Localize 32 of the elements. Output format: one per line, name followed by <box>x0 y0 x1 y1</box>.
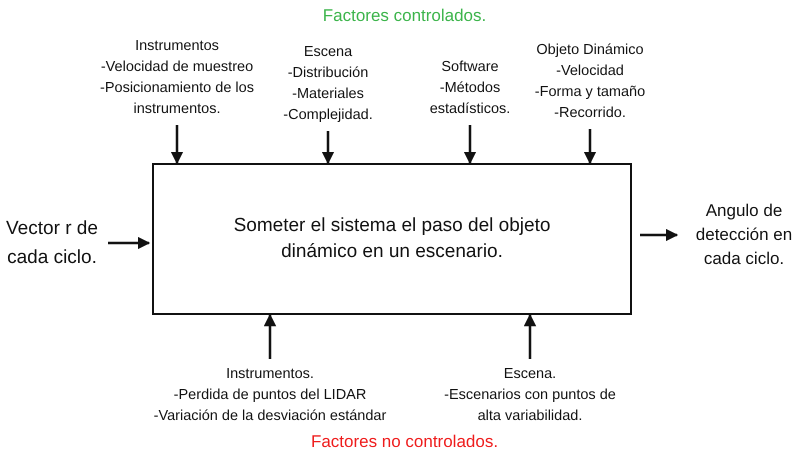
arrow <box>108 236 150 250</box>
text-line: -Posicionamiento de los instrumentos. <box>99 79 255 119</box>
text-line: -Velocidad de muestreo <box>100 58 254 77</box>
text-line: Escena <box>304 43 352 62</box>
text-line: -Variación de la desviación estándar <box>154 407 386 426</box>
text-line: Instrumentos. <box>226 365 314 384</box>
text-line: -Velocidad <box>556 62 624 81</box>
arrow <box>464 125 476 164</box>
process-box <box>152 163 632 315</box>
text-line: Instrumentos <box>135 37 219 56</box>
arrow <box>584 129 596 164</box>
arrow <box>524 314 536 359</box>
text-line: -Materiales <box>292 85 364 104</box>
text-line: -Perdida de puntos del LIDAR <box>174 386 366 405</box>
text-line: -Complejidad. <box>283 106 373 125</box>
arrow <box>264 314 276 359</box>
arrow <box>170 125 184 164</box>
arrow <box>640 228 678 242</box>
text-line: -Forma y tamaño <box>534 83 646 102</box>
text-line: Vector r de cada ciclo. <box>5 217 99 270</box>
process-text: Someter el sistema el paso del objeto dinámico en un escenario. <box>232 214 552 264</box>
section-heading: Factores controlados. <box>322 6 488 26</box>
text-line: Objeto Dinámico <box>536 41 644 60</box>
text-line: Software <box>441 58 499 77</box>
text-line: Escena. <box>504 365 556 384</box>
text-line: -Distribución <box>288 64 368 83</box>
text-line: -Escenarios con puntos de alta variabilidad. <box>443 386 617 426</box>
arrow <box>322 131 334 164</box>
text-line: -Métodos estadísticos. <box>428 79 512 119</box>
text-line: -Recorrido. <box>554 104 626 123</box>
section-heading: Factores no controlados. <box>310 432 500 452</box>
text-line: Angulo de detección en cada ciclo. <box>694 200 794 270</box>
